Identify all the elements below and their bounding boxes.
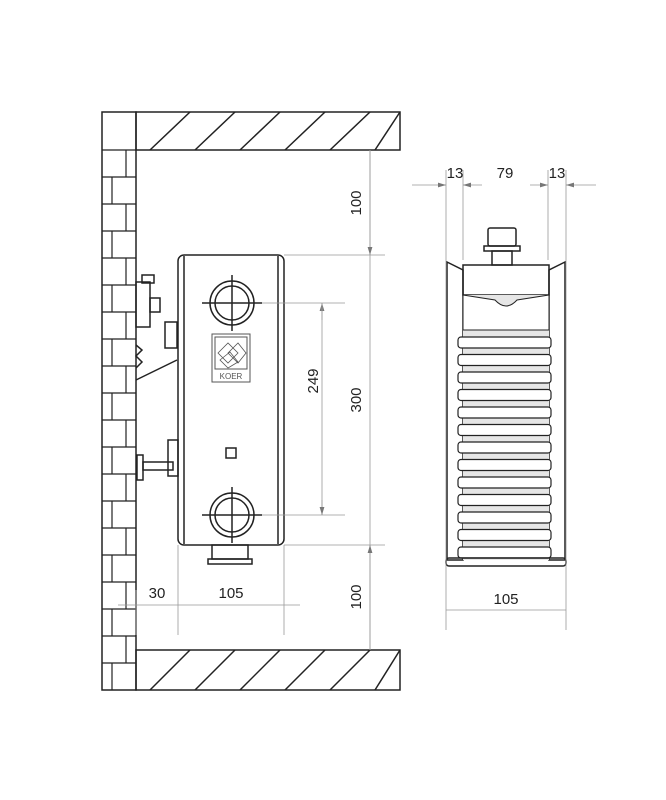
radiator-fin <box>457 423 552 437</box>
section-dimensions: 13 79 13 105 <box>412 165 596 630</box>
dim-left-margin: 13 <box>447 165 464 182</box>
hatch-line <box>194 111 236 151</box>
hatch-line <box>239 111 281 151</box>
radiator-fin <box>457 458 552 472</box>
side-dimensions: 100 300 249 100 30 105 <box>118 150 385 650</box>
dim-total-width: 105 <box>493 591 518 608</box>
radiator-fin <box>457 528 552 542</box>
hatch-line <box>239 649 281 691</box>
dim-right-margin: 13 <box>549 165 566 182</box>
radiator-fin <box>457 336 552 349</box>
radiator-fin <box>457 476 552 489</box>
hatch-line <box>284 649 326 691</box>
koer-logo: KOER <box>211 333 251 383</box>
dim-ceiling-clearance: 100 <box>348 190 365 215</box>
hatch-line <box>374 111 401 151</box>
dim-wall-gap: 30 <box>149 585 166 602</box>
radiator-fin <box>457 371 552 384</box>
radiator-fin <box>457 441 552 454</box>
logo-text: KOER <box>220 372 243 381</box>
bottom-fitting <box>211 544 249 560</box>
heater-side-view: KOER <box>177 254 285 565</box>
dim-core-width: 79 <box>497 165 514 182</box>
hatch-line <box>149 649 191 691</box>
dim-axis-distance: 249 <box>305 368 322 393</box>
dim-height: 300 <box>348 387 365 412</box>
radiator-fin <box>457 493 552 507</box>
radiator-fin <box>457 511 552 524</box>
hatch-line <box>374 649 401 691</box>
brick-wall <box>101 111 137 691</box>
hatch-line <box>194 649 236 691</box>
dim-depth: 105 <box>218 585 243 602</box>
radiator-fin <box>457 406 552 419</box>
ceiling-slab <box>135 111 401 151</box>
radiator-fin <box>457 546 552 559</box>
inlet-port-top <box>202 275 262 331</box>
indicator-square <box>225 447 237 459</box>
wall-bracket-bottom <box>136 439 179 481</box>
floor-slab <box>135 649 401 691</box>
hatch-line <box>284 111 326 151</box>
radiator-fin <box>457 353 552 367</box>
heater-section-view <box>445 227 567 567</box>
hatch-line <box>329 111 371 151</box>
dim-floor-clearance: 100 <box>348 584 365 609</box>
radiator-fin <box>457 388 552 402</box>
wall-bracket-top <box>134 274 178 381</box>
hatch-line <box>329 649 371 691</box>
hatch-line <box>149 111 191 151</box>
outlet-port-bottom <box>202 487 262 543</box>
